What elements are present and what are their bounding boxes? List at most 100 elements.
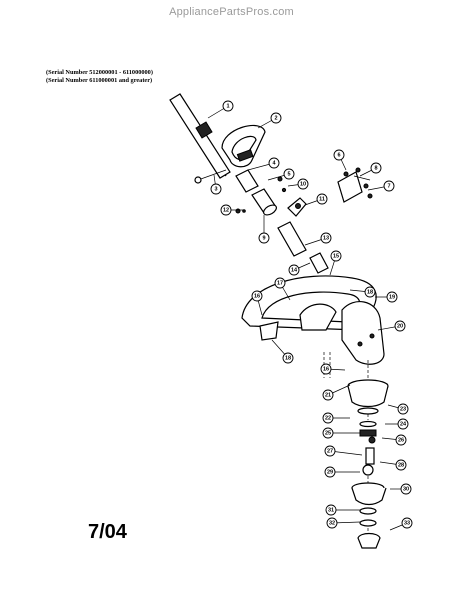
callout-32-circle	[326, 517, 338, 529]
callout-8: 8	[370, 162, 382, 174]
callout-22-circle	[322, 412, 334, 424]
callout-1: 1	[222, 100, 234, 112]
serial-note-1: (Serial Number 512000001 - 611000000)	[46, 69, 153, 76]
callout-18-lower: 18	[282, 352, 294, 364]
callout-16-lower: 16	[320, 363, 332, 375]
callout-10: 10	[297, 178, 309, 190]
callout-10-circle	[297, 178, 309, 190]
callout-17-circle	[274, 277, 286, 289]
callout-11: 11	[316, 193, 328, 205]
callout-2-number: 2	[274, 115, 277, 121]
callout-16-number: 16	[254, 293, 260, 299]
callout-1-number: 1	[226, 103, 229, 109]
callout-15-circle	[330, 250, 342, 262]
callout-27-circle	[324, 445, 336, 457]
callout-3-circle	[210, 183, 222, 195]
callout-29-circle	[324, 466, 336, 478]
assist-handle	[221, 124, 266, 168]
callout-25-number: 25	[325, 430, 331, 436]
callout-16-lower-number: 16	[323, 366, 329, 372]
callout-5-number: 5	[287, 171, 290, 177]
callout-23-number: 23	[400, 406, 406, 412]
callout-15-number: 15	[333, 253, 339, 259]
callout-32-number: 32	[329, 520, 335, 526]
upper-shaft	[169, 93, 231, 179]
callout-19-circle	[386, 291, 398, 303]
callout-16-circle	[251, 290, 263, 302]
motor-housing	[341, 301, 385, 365]
callout-7-circle	[383, 180, 395, 192]
callout-5-circle	[283, 168, 295, 180]
callout-33-number: 33	[404, 520, 410, 526]
callout-14: 14	[288, 264, 300, 276]
callout-17: 17	[274, 277, 286, 289]
callout-25: 25	[322, 427, 334, 439]
callout-14-number: 14	[291, 267, 298, 273]
site-watermark: AppliancePartsPros.com	[169, 6, 294, 18]
callout-9: 9	[258, 232, 270, 244]
callout-26-number: 26	[398, 437, 404, 443]
callout-29-number: 29	[327, 469, 333, 475]
callout-28-number: 28	[398, 462, 404, 468]
callout-28: 28	[395, 459, 407, 471]
callout-21-number: 21	[325, 392, 331, 398]
callout-13-circle	[320, 232, 332, 244]
callout-33: 33	[401, 517, 413, 529]
callout-20-number: 20	[397, 323, 403, 329]
callout-30-circle	[400, 483, 412, 495]
callout-18-lower-circle	[282, 352, 294, 364]
callout-6: 6	[333, 149, 345, 161]
callout-12: 12	[220, 204, 232, 216]
callout-26: 26	[395, 434, 407, 446]
callout-11-number: 11	[319, 196, 325, 202]
callout-6-number: 6	[337, 152, 340, 158]
callout-22: 22	[322, 412, 334, 424]
callout-17-number: 17	[277, 280, 283, 286]
callout-29: 29	[324, 466, 336, 478]
callout-18-number: 18	[367, 289, 373, 295]
callout-31: 31	[325, 504, 337, 516]
callout-15: 15	[330, 250, 342, 262]
callout-21-circle	[322, 389, 334, 401]
callout-24-number: 24	[400, 421, 407, 427]
callout-18-lower-number: 18	[285, 355, 291, 361]
callout-27-number: 27	[327, 448, 333, 454]
callout-5: 5	[283, 168, 295, 180]
callout-31-circle	[325, 504, 337, 516]
callout-6-circle	[333, 149, 345, 161]
callout-13-number: 13	[323, 235, 329, 241]
callout-23: 23	[397, 403, 409, 415]
callout-28-circle	[395, 459, 407, 471]
callout-4-circle	[268, 157, 280, 169]
adjust-knob	[287, 197, 307, 217]
callout-labels: 1234567891011121314151616171818192021222…	[210, 100, 413, 529]
callout-8-number: 8	[374, 165, 377, 171]
cutting-head	[347, 379, 389, 549]
callout-8-circle	[370, 162, 382, 174]
callout-21: 21	[322, 389, 334, 401]
callout-10-number: 10	[300, 181, 306, 187]
callout-12-circle	[220, 204, 232, 216]
callout-24: 24	[397, 418, 409, 430]
callout-1-circle	[222, 100, 234, 112]
callout-4: 4	[268, 157, 280, 169]
callout-19-number: 19	[389, 294, 395, 300]
callout-13: 13	[320, 232, 332, 244]
callout-9-number: 9	[262, 235, 265, 241]
callout-12-number: 12	[223, 207, 229, 213]
callout-2: 2	[270, 112, 282, 124]
callout-26-circle	[395, 434, 407, 446]
callout-23-circle	[397, 403, 409, 415]
callout-16: 16	[251, 290, 263, 302]
serial-note-2: (Serial Number 611000001 and greater)	[46, 77, 153, 84]
lower-shaft	[277, 221, 329, 274]
callout-20: 20	[394, 320, 406, 332]
callout-19: 19	[386, 291, 398, 303]
callout-31-number: 31	[328, 507, 334, 513]
callout-9-circle	[258, 232, 270, 244]
callout-14-circle	[288, 264, 300, 276]
callout-3: 3	[210, 183, 222, 195]
callout-25-circle	[322, 427, 334, 439]
date-code: 7/04	[88, 521, 127, 543]
